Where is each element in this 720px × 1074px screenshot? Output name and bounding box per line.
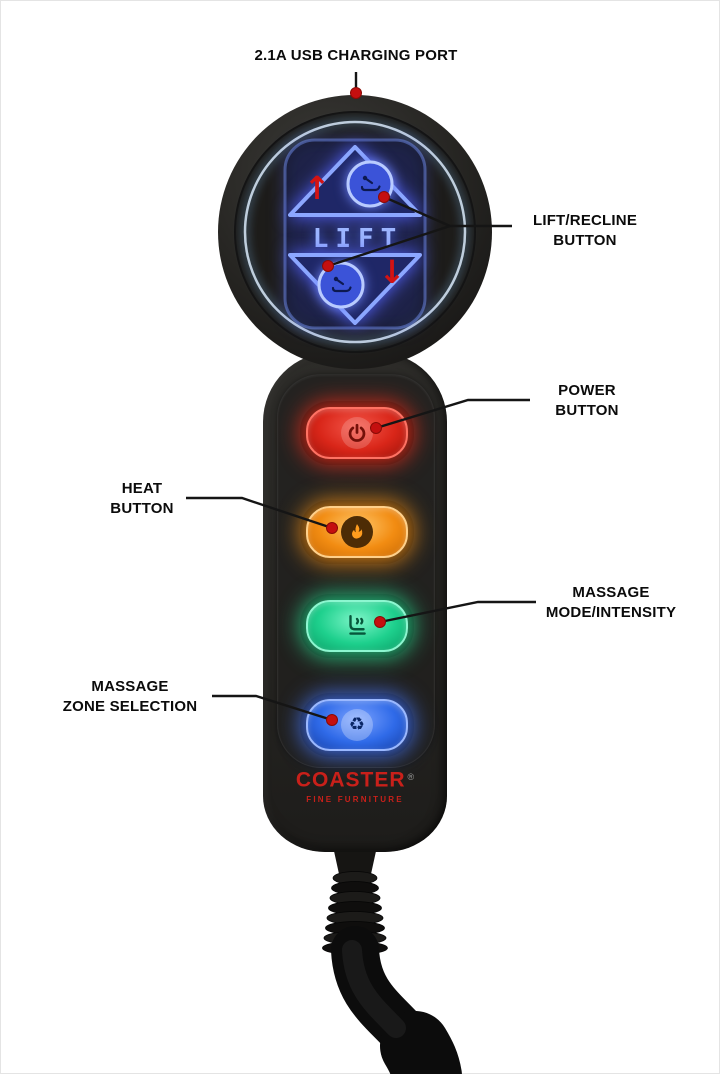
- callout-line: [383, 195, 512, 228]
- cable-cord-end: [380, 1011, 462, 1074]
- callout-text: BUTTON: [553, 231, 617, 249]
- lift-label: LIFT: [313, 224, 404, 254]
- brand-subtitle: FINE FURNITURE: [306, 795, 404, 805]
- usb-port-dot: [350, 87, 362, 99]
- callout-text: BUTTON: [110, 499, 174, 517]
- recline-up-icon: [360, 175, 381, 192]
- lift-down-button: [317, 261, 365, 309]
- massage-zone-button: ♻: [306, 699, 408, 751]
- remote-head-shell: [218, 95, 492, 369]
- lift-control-panel: [283, 138, 427, 330]
- callout-line: [327, 224, 451, 268]
- callout-text: 2.1A USB CHARGING PORT: [254, 47, 458, 64]
- lift-up-button: [346, 160, 394, 208]
- cable-strain-relief: [322, 871, 388, 955]
- callout-text: MASSAGE: [91, 678, 169, 695]
- massage-mode-button: [306, 600, 408, 652]
- callout-text: BUTTON: [555, 401, 619, 419]
- remote-head: ↑ LIFT ↓: [218, 95, 492, 369]
- cable-cord: [331, 926, 448, 1074]
- heat-button: [306, 506, 408, 558]
- massage-mode-label: MASSAGE MODE/INTENSITY: [518, 583, 704, 622]
- callout-text: HEAT: [121, 480, 163, 497]
- callout-dot: [322, 260, 334, 272]
- callout-text: LIFT/RECLINE: [532, 212, 638, 229]
- massage-zone-label: MASSAGE ZONE SELECTION: [44, 677, 216, 716]
- lift-recline-button-label: LIFT/RECLINE BUTTON: [500, 211, 670, 250]
- down-arrow-icon: ↓: [379, 253, 406, 291]
- zone-cycle-icon: ♻: [341, 709, 373, 741]
- callout-text: ZONE SELECTION: [62, 697, 198, 715]
- zone-cycle-glyph: ♻: [348, 714, 366, 735]
- recline-down-icon: [331, 276, 352, 293]
- brand-name: COASTER: [295, 768, 406, 792]
- lift-up-triangle: [288, 145, 422, 217]
- head-glow-ring: [243, 120, 467, 344]
- registered-mark: ®: [407, 772, 415, 782]
- brand-logo: COASTER® FINE FURNITURE: [263, 766, 447, 805]
- callout-dot: [378, 191, 390, 203]
- power-icon: [341, 417, 373, 449]
- callout-text: MODE/INTENSITY: [545, 603, 677, 621]
- callout-text: MASSAGE: [572, 584, 650, 601]
- heat-flame-icon: [341, 516, 373, 548]
- remote-body: ♻ COASTER® FINE FURNITURE: [263, 352, 447, 852]
- massage-chair-icon: [349, 615, 366, 635]
- usb-charging-port-label: 2.1A USB CHARGING PORT: [160, 46, 552, 66]
- lift-down-triangle: [288, 253, 422, 325]
- heat-button-label: HEAT BUTTON: [76, 479, 208, 518]
- remote-head-face: [234, 111, 476, 353]
- cable-highlight: [342, 940, 406, 1038]
- callout-text: POWER: [558, 382, 616, 399]
- power-button-label: POWER BUTTON: [512, 381, 662, 420]
- up-arrow-icon: ↑: [304, 169, 331, 207]
- power-button: [306, 407, 408, 459]
